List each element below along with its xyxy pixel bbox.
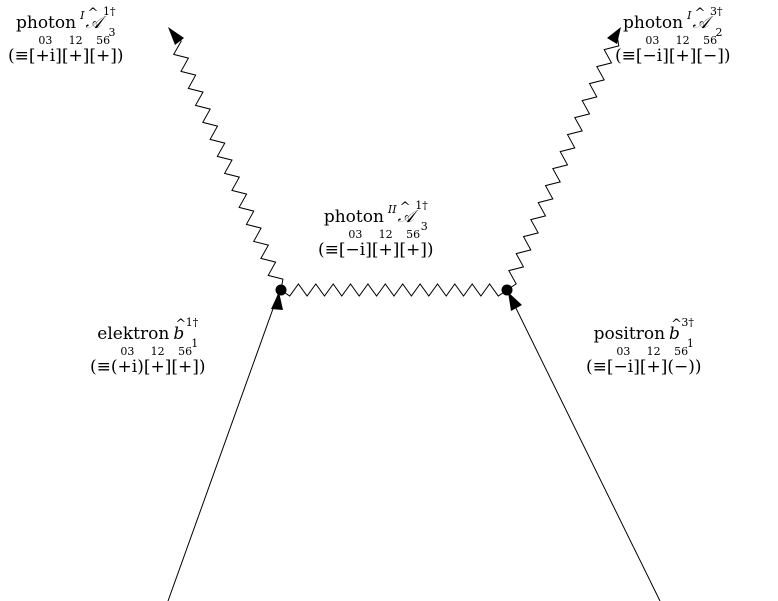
photon-right-arrow bbox=[607, 27, 621, 44]
operator-symbol: 𝒜 bbox=[692, 7, 722, 32]
positron-line bbox=[507, 291, 661, 601]
label-word: photon bbox=[622, 13, 684, 33]
photon-i-left-label: photonI𝒜1† 3 (≡03[+i]12[+]56[+]) bbox=[8, 6, 124, 66]
operator-subscript: 1 bbox=[686, 337, 694, 350]
state-vector: (≡03[−i]12[+]56[+]) bbox=[318, 228, 434, 260]
label-word: photon bbox=[15, 13, 77, 33]
positron-label: positronb3† 1 (≡03[−i]12[+]56(−)) bbox=[586, 317, 702, 377]
operator-symbol: b bbox=[173, 318, 198, 343]
elektron-arrow bbox=[271, 292, 283, 310]
operator-superscript: 1† bbox=[103, 5, 116, 18]
pre-superscript: II bbox=[387, 203, 397, 216]
operator-symbol: 𝒜 bbox=[85, 7, 115, 32]
photon-left-arrow bbox=[168, 27, 184, 45]
operator-subscript: 3 bbox=[420, 220, 428, 233]
photon-ii-wave bbox=[280, 283, 508, 297]
operator-subscript: 3 bbox=[108, 26, 116, 39]
photon-i-right-label: photonI𝒜3† 2 (≡03[−i]12[+]56[−]) bbox=[615, 6, 731, 66]
label-word: positron bbox=[593, 324, 666, 344]
state-vector: (≡03[−i]12[+]56(−)) bbox=[586, 345, 702, 377]
operator-symbol: 𝒜 bbox=[398, 201, 428, 226]
label-word: elektron bbox=[97, 324, 170, 344]
photon-i-left-wave bbox=[171, 34, 284, 291]
state-vector: (≡03(+i)12[+]56[+]) bbox=[90, 345, 206, 377]
elektron-line bbox=[167, 291, 280, 601]
state-vector: (≡03[−i]12[+]56[−]) bbox=[615, 34, 731, 66]
label-word: photon bbox=[323, 207, 384, 227]
operator-superscript: 3† bbox=[710, 5, 723, 18]
pre-superscript: I bbox=[687, 9, 692, 22]
operator-superscript: 1† bbox=[415, 199, 428, 212]
operator-superscript: 1† bbox=[185, 316, 199, 329]
pre-superscript: I bbox=[80, 9, 85, 22]
operator-subscript: 2 bbox=[715, 26, 723, 39]
photon-i-right-wave bbox=[506, 34, 620, 291]
photon-ii-label: photonII𝒜1† 3 (≡03[−i]12[+]56[+]) bbox=[318, 200, 434, 260]
operator-symbol: b bbox=[669, 318, 694, 343]
positron-arrow bbox=[508, 292, 522, 311]
operator-subscript: 1 bbox=[191, 337, 199, 350]
state-vector: (≡03[+i]12[+]56[+]) bbox=[8, 34, 124, 66]
operator-superscript: 3† bbox=[681, 316, 694, 329]
elektron-label: elektronb1† 1 (≡03(+i)12[+]56[+]) bbox=[90, 317, 206, 377]
